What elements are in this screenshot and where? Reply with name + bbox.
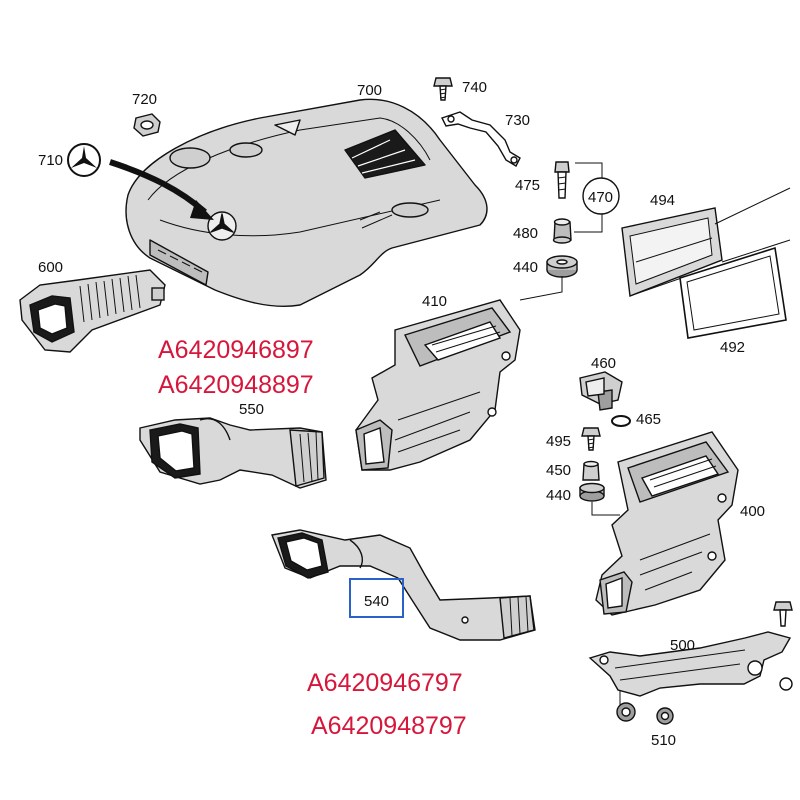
- bolt-740: [433, 77, 453, 101]
- grommet-440-bottom: [579, 482, 605, 502]
- callout-450: 450: [546, 462, 571, 479]
- callout-440-bottom: 440: [546, 487, 571, 504]
- callout-495: 495: [546, 433, 571, 450]
- callout-730: 730: [505, 112, 530, 129]
- leader-480: [574, 214, 603, 233]
- o-ring-465: [611, 415, 631, 427]
- emblem-arrow: [109, 159, 214, 220]
- callout-540: 540: [364, 593, 389, 610]
- intake-duct-600: [19, 269, 166, 353]
- filter-element-494: [621, 207, 723, 297]
- leader-475: [575, 162, 603, 178]
- air-filter-housing-400: [595, 431, 739, 616]
- callout-500: 500: [670, 637, 695, 654]
- bushing-480: [552, 218, 572, 244]
- leader-440-top: [519, 276, 563, 301]
- leader-494: [714, 187, 791, 225]
- callout-492: 492: [720, 339, 745, 356]
- part-number-540-b: A6420948797: [311, 712, 467, 740]
- rubber-mount-510-right: [656, 707, 674, 725]
- callout-465: 465: [636, 411, 661, 428]
- callout-700: 700: [357, 82, 382, 99]
- duct-550: [139, 417, 327, 489]
- part-540-highlight-box: [349, 578, 404, 618]
- callout-710: 710: [38, 152, 63, 169]
- sensor-460: [579, 371, 623, 411]
- callout-410: 410: [422, 293, 447, 310]
- part-number-550-a: A6420946897: [158, 336, 314, 364]
- part-number-550-b: A6420948897: [158, 371, 314, 399]
- callout-circle-470: [582, 177, 620, 215]
- emblem-star: [67, 143, 101, 177]
- bracket-730: [441, 111, 521, 167]
- callout-470: 470: [588, 189, 613, 206]
- grommet-440-top: [546, 255, 578, 278]
- bolt-500-top: [773, 601, 793, 627]
- callout-475: 475: [515, 177, 540, 194]
- bracket-500: [588, 631, 793, 705]
- callout-720: 720: [132, 91, 157, 108]
- bolt-495: [581, 427, 601, 451]
- bushing-450: [582, 460, 600, 481]
- leader-494b: [721, 239, 791, 263]
- bolt-475: [554, 161, 570, 199]
- callout-740: 740: [462, 79, 487, 96]
- nut-720: [133, 113, 161, 137]
- rubber-mount-510-left: [616, 702, 636, 722]
- callout-494: 494: [650, 192, 675, 209]
- callout-460: 460: [591, 355, 616, 372]
- air-filter-housing-410: [355, 299, 521, 471]
- filter-element-492: [679, 246, 787, 339]
- callout-510: 510: [651, 732, 676, 749]
- leader-440-bottom: [591, 502, 620, 516]
- callout-440-top: 440: [513, 259, 538, 276]
- callout-400: 400: [740, 503, 765, 520]
- callout-600: 600: [38, 259, 63, 276]
- engine-cover: [125, 98, 488, 308]
- part-number-540-a: A6420946797: [307, 669, 463, 697]
- callout-480: 480: [513, 225, 538, 242]
- callout-550: 550: [239, 401, 264, 418]
